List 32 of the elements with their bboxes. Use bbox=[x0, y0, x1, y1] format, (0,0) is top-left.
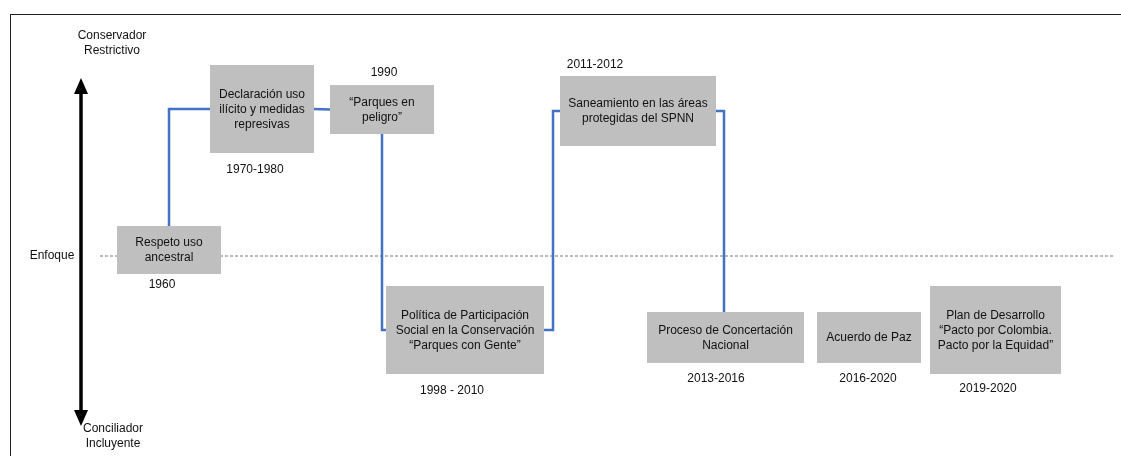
year-label: 2011-2012 bbox=[566, 57, 624, 71]
axis-label: Conciliador Incluyente bbox=[82, 421, 144, 451]
event-text: Acuerdo de Paz bbox=[826, 330, 912, 345]
year-label: 1998 - 2010 bbox=[419, 383, 485, 397]
event-text: Declaración uso ilícito y medidas represivas bbox=[217, 86, 306, 132]
event-box bbox=[386, 286, 544, 374]
connector-line bbox=[544, 109, 560, 332]
connector-line bbox=[380, 134, 386, 332]
event-box bbox=[560, 76, 716, 146]
event-box bbox=[930, 286, 1061, 374]
event-text: Saneamiento en las áreas protegidas del SPNN bbox=[567, 96, 709, 126]
year-label: 1960 bbox=[148, 277, 176, 291]
event-box bbox=[117, 226, 221, 274]
event-box bbox=[817, 312, 921, 363]
year-label: 1970-1980 bbox=[226, 162, 284, 176]
event-box bbox=[647, 312, 804, 363]
event-text: “Parques en peligro” bbox=[348, 94, 416, 125]
axis-label: Conservador Restrictivo bbox=[76, 28, 148, 58]
year-label: 2016-2020 bbox=[839, 371, 897, 385]
year-label: 1990 bbox=[370, 65, 398, 79]
event-text: Respeto uso ancestral bbox=[134, 235, 204, 265]
year-label: 2019-2020 bbox=[959, 381, 1017, 395]
connector-line bbox=[167, 107, 210, 226]
event-box bbox=[210, 65, 314, 153]
connector-line bbox=[716, 109, 726, 312]
year-label: 2013-2016 bbox=[687, 371, 745, 385]
event-text: Proceso de Concertación Nacional bbox=[657, 322, 794, 353]
event-text: Política de Participación Social en la Conservación “Parques con Gente” bbox=[394, 307, 536, 353]
axis-label: Enfoque bbox=[29, 248, 75, 263]
event-box bbox=[330, 85, 434, 134]
connector-line bbox=[313, 107, 331, 111]
event-text: Plan de Desarrollo “Pacto por Colombia. Pacto por la Equidad” bbox=[936, 307, 1055, 353]
